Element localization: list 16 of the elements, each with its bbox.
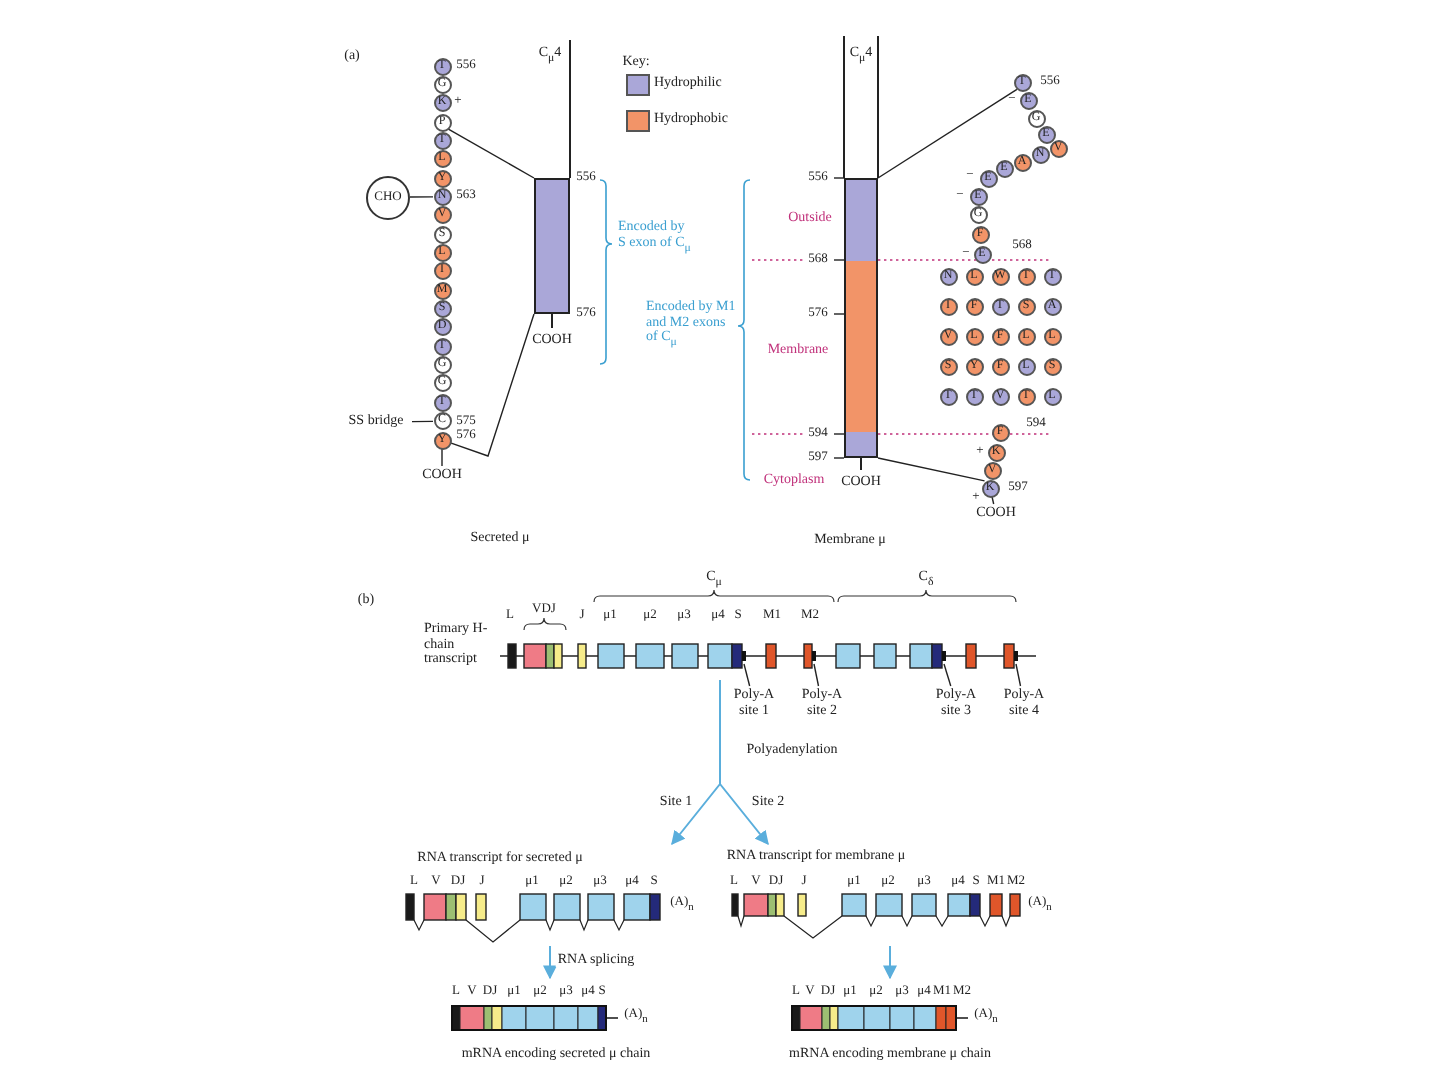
domain-bar (534, 178, 570, 314)
connector-line (441, 448, 443, 467)
arrow (719, 679, 769, 846)
connector-line (409, 196, 434, 198)
leader-line (1015, 663, 1022, 687)
leader-line (743, 663, 751, 687)
connector-line (449, 313, 535, 457)
connector-line (877, 457, 986, 482)
arrow (883, 945, 897, 980)
domain-bar (844, 178, 878, 458)
connector-line (447, 128, 535, 179)
leader-line (813, 663, 820, 687)
connector-line (411, 420, 434, 423)
leader-line (943, 663, 952, 687)
arrow (543, 945, 557, 980)
connector-line (877, 88, 1018, 179)
